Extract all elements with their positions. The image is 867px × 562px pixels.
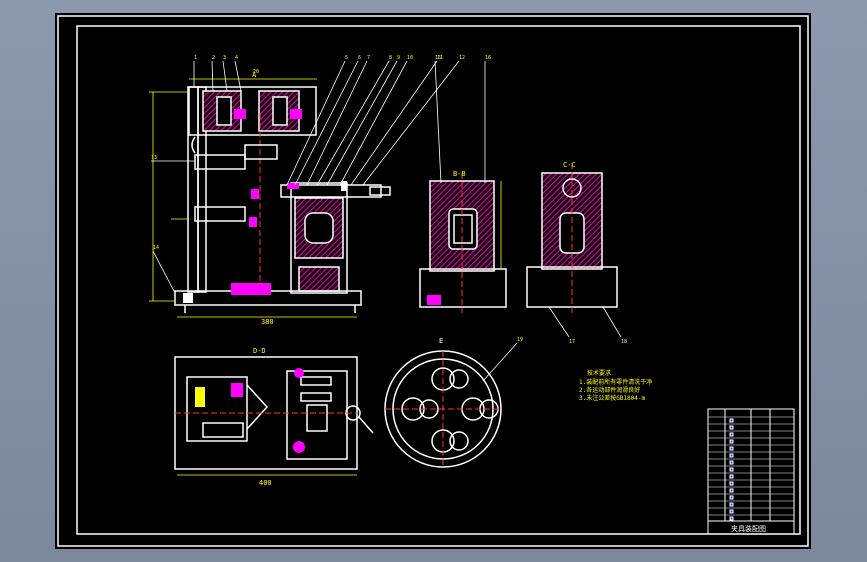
top-head [188,86,317,136]
inner-frame [76,25,801,535]
cad-drawing: A B-B C-C D-D E 380 400 技术要求 1.装配前所有零件清洗… [57,15,809,547]
balloon-number: 15 [435,55,441,61]
balloon-number: 9 [397,55,400,61]
balloon-number: 14 [153,245,159,251]
dim-overall-width: 380 [261,318,274,326]
balloon-number: 13 [151,155,157,161]
notes-line: 3.未注公差按GB1804-m [579,394,646,402]
fixture-body [290,182,348,294]
balloon-number: 10 [407,55,413,61]
balloon-number: 1 [194,55,197,61]
front-view-label: A [252,71,257,79]
balloon-number: 3 [223,55,226,61]
balloon-number: 8 [389,55,392,61]
outer-frame [57,15,809,547]
top-view [174,356,374,476]
turntable-view [384,342,518,468]
notes-line: 2.各运动部件润滑良好 [579,386,640,394]
balloon-number: 5 [345,55,348,61]
balloon-number: 12 [459,55,465,61]
balloon-number: 19 [517,337,523,343]
balloon-number: 2 [212,55,215,61]
balloon-number: 4 [235,55,238,61]
turntable-label: E [439,337,443,345]
balloon-number: 16 [485,55,491,61]
technical-notes: 技术要求 1.装配前所有零件清洗干净 2.各运动部件润滑良好 3.未注公差按GB… [579,369,652,402]
top-view-label: D-D [253,347,266,355]
title-block-name: 夹具装配图 [731,524,766,533]
section-view-b [419,60,507,313]
balloon-number: 17 [569,339,575,345]
front-view [149,60,460,318]
drawing-sheet: A B-B C-C D-D E 380 400 技术要求 1.装配前所有零件清洗… [55,13,811,549]
balloon-number: 6 [358,55,361,61]
balloon-number: 18 [621,339,627,345]
section-view-c [526,163,622,338]
balloon-number: 7 [367,55,370,61]
balloon-number: 20 [253,69,259,75]
section-c-label: C-C [563,161,576,169]
dim-top-width: 400 [259,479,272,487]
notes-title: 技术要求 [587,369,611,377]
section-b-label: B-B [453,170,466,178]
title-block [707,408,795,535]
balloon-number: 11 [437,55,443,61]
notes-line: 1.装配前所有零件清洗干净 [579,378,652,386]
